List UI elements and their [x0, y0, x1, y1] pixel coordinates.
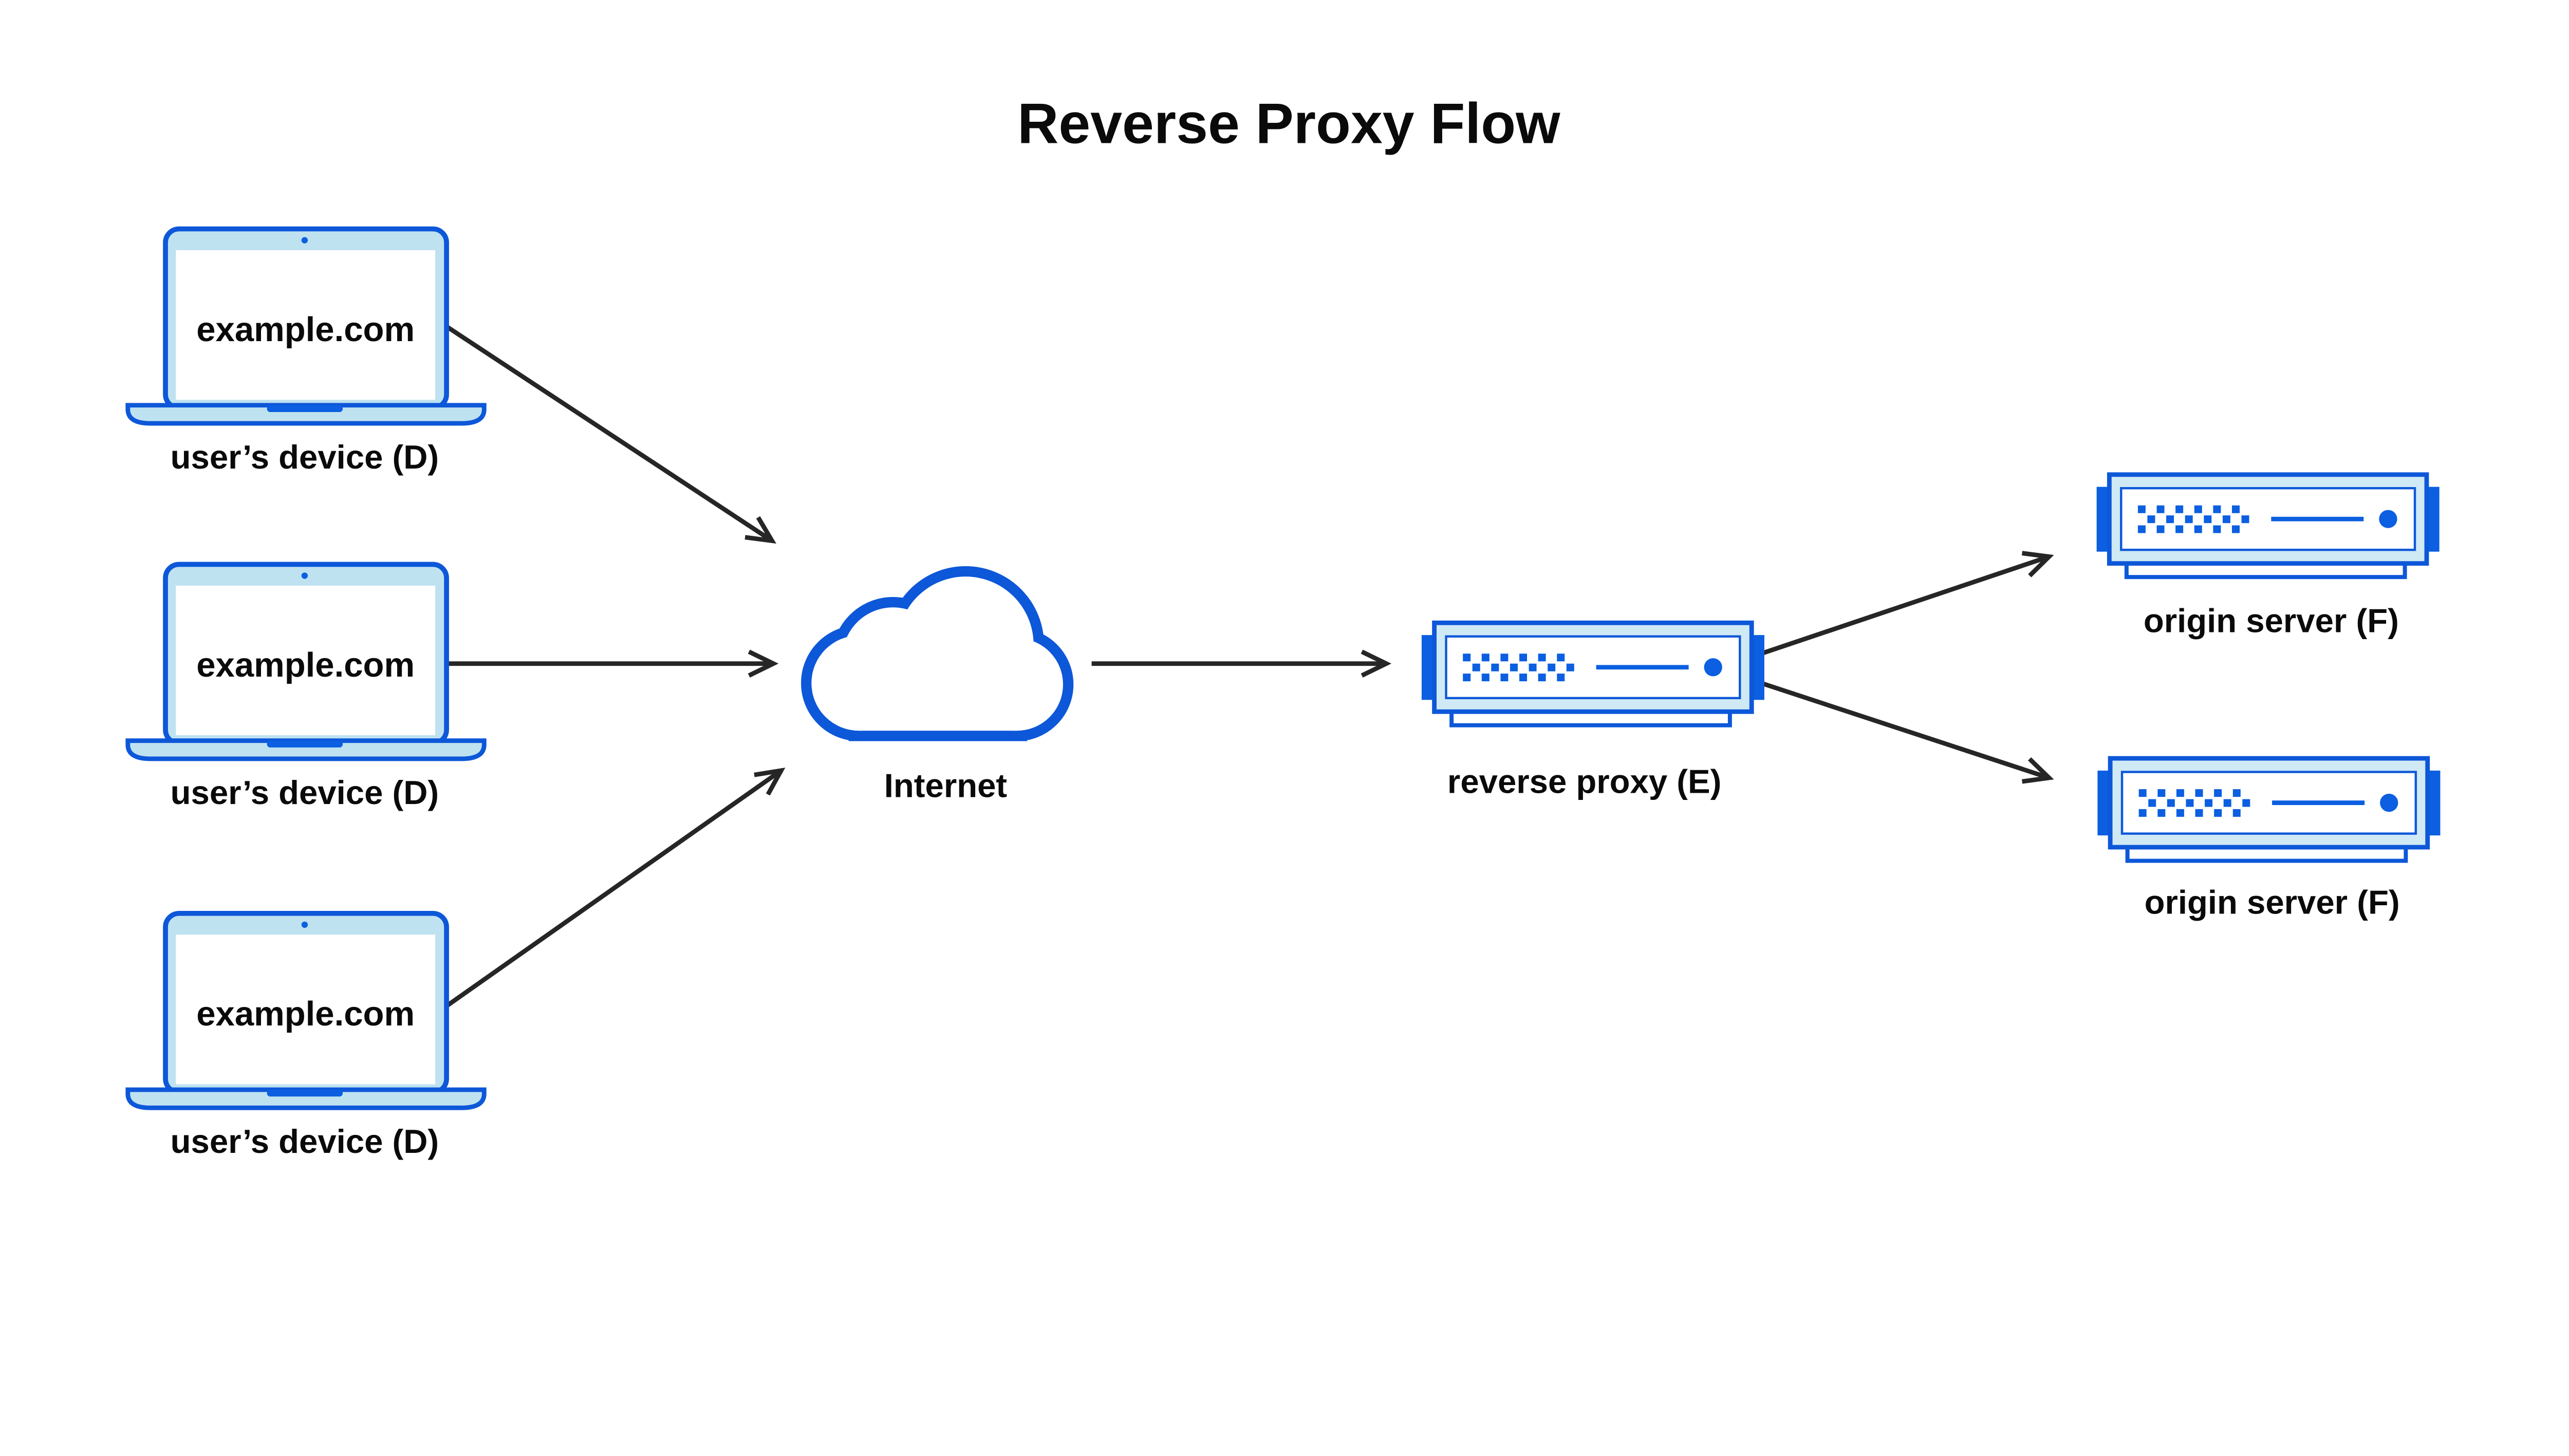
arrow-device1-to-internet [441, 322, 776, 544]
origin-server-label: origin server (F) [2145, 883, 2400, 921]
page-title: Reverse Proxy Flow [1017, 91, 1560, 155]
origin-server-icon [2097, 758, 2440, 861]
arrow-internet-to-proxy [1091, 649, 1392, 678]
device-screen-text: example.com [196, 995, 415, 1033]
device-label: user’s device (D) [171, 1123, 439, 1160]
origin-server-label: origin server (F) [2144, 602, 2399, 639]
device-screen-text: example.com [196, 310, 415, 349]
arrow-device2-to-internet [443, 649, 779, 678]
internet-node: Internet [801, 566, 1074, 805]
origin-server-icon [2097, 475, 2440, 577]
user-device-2: example.com user’s device (D) [128, 564, 484, 811]
arrow-proxy-to-origin1 [1759, 551, 2054, 657]
reverse-proxy-icon [1422, 623, 1764, 725]
internet-label: Internet [884, 767, 1007, 805]
diagram-page: Reverse Proxy Flow example.com user’s de… [125, 91, 2443, 1161]
reverse-proxy-node: reverse proxy (E) [1422, 623, 1764, 800]
origin-server-2: origin server (F) [2097, 758, 2440, 921]
internet-cloud-icon [801, 566, 1074, 741]
user-device-1: example.com user’s device (D) [128, 229, 484, 476]
origin-server-1: origin server (F) [2097, 475, 2440, 639]
reverse-proxy-label: reverse proxy (E) [1447, 763, 1721, 800]
arrow-proxy-to-origin2 [1759, 680, 2054, 784]
device-label: user’s device (D) [171, 774, 439, 811]
arrow-device3-to-internet [441, 768, 786, 1011]
device-screen-text: example.com [196, 646, 415, 684]
device-label: user’s device (D) [171, 438, 439, 476]
reverse-proxy-flow-diagram: Reverse Proxy Flow example.com user’s de… [125, 91, 2443, 1161]
user-device-3: example.com user’s device (D) [128, 913, 484, 1160]
